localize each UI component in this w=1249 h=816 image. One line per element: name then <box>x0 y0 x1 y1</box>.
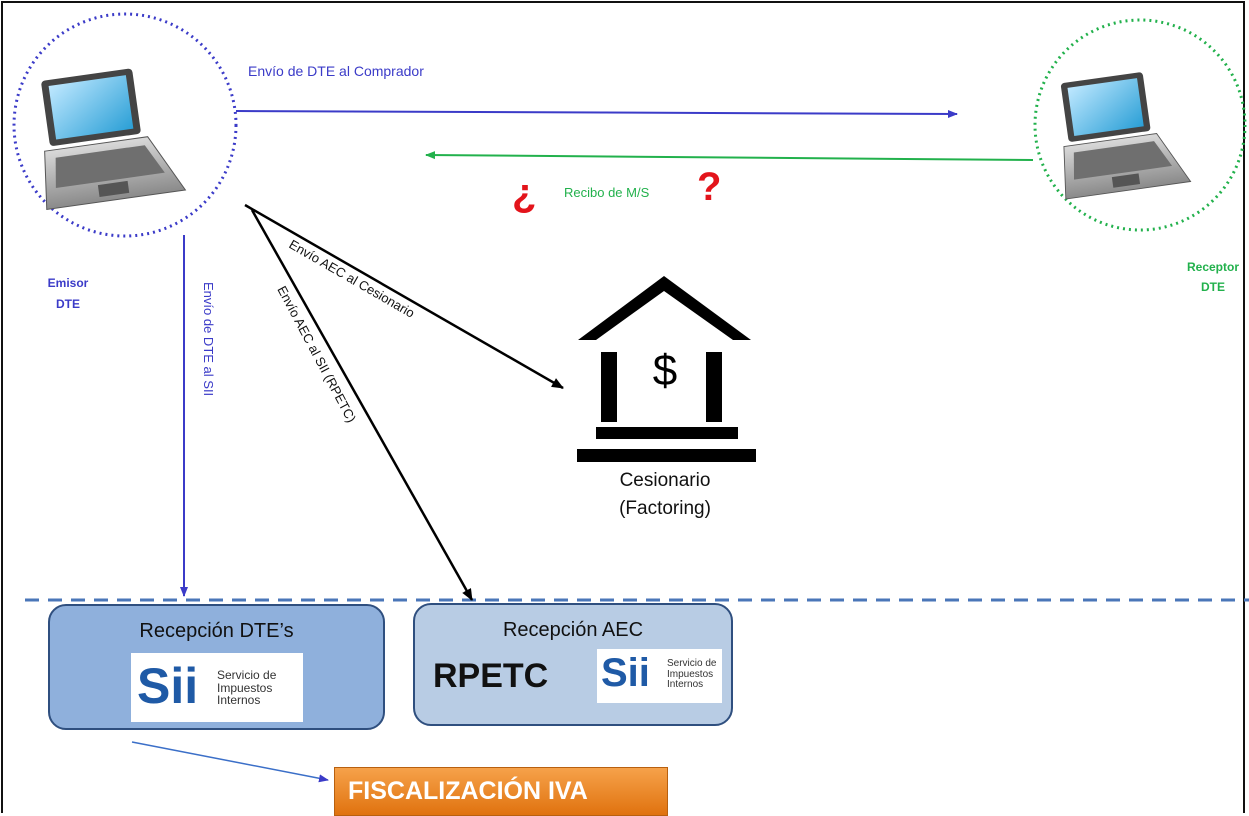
sii-logo-small-text: Servicio de Impuestos Internos <box>667 658 717 690</box>
sii-logo-small-mark: Sii <box>601 651 650 695</box>
receptor-label-1: Receptor <box>1187 260 1239 274</box>
sii-logo: Sii Servicio de Impuestos Internos <box>131 653 303 722</box>
arrow-aec-sii <box>250 209 474 601</box>
sii-logo-small: Sii Servicio de Impuestos Internos <box>597 649 722 703</box>
sii-logo-mark: Sii <box>137 658 199 714</box>
emisor-label-1: Emisor <box>48 276 89 290</box>
bank-icon: $ <box>577 276 756 462</box>
arrow-to-fiscalizacion <box>131 741 329 783</box>
label-recibo-ms: Recibo de M/S <box>564 185 650 200</box>
box-recepcion-aec-title: Recepción AEC <box>502 619 644 641</box>
receptor-laptop-icon <box>1033 18 1247 232</box>
arrow-aec-cesionario <box>244 203 564 390</box>
label-aec-sii: Envío AEC al SII (RPETC) <box>274 283 359 425</box>
box-recepcion-aec-subtitle: RPETC <box>433 657 549 695</box>
label-dte-comprador: Envío de DTE al Comprador <box>248 63 424 79</box>
label-dte-sii: Envío de DTE al SII <box>201 282 216 396</box>
fiscalizacion-iva-banner: FISCALIZACIÓN IVA <box>334 767 668 816</box>
arrow-dte-comprador <box>235 109 958 118</box>
box-recepcion-dte: Recepción DTE’s Sii Servicio de Impuesto… <box>48 604 385 730</box>
emisor-label-2: DTE <box>56 297 80 311</box>
box-recepcion-dte-title: Recepción DTE’s <box>139 620 294 642</box>
emisor-laptop-icon <box>12 12 238 238</box>
arrow-recibo-ms <box>425 151 1034 161</box>
sii-logo-text: Servicio de Impuestos Internos <box>217 668 277 708</box>
cesionario-label-1: Cesionario <box>620 470 711 491</box>
box-recepcion-aec: Recepción AEC RPETC Sii Servicio de Impu… <box>413 603 733 726</box>
dollar-sign: $ <box>653 346 677 395</box>
question-open: ¿ <box>512 171 536 215</box>
cesionario-label-2: (Factoring) <box>619 498 711 519</box>
receptor-label-2: DTE <box>1201 280 1225 294</box>
question-close: ? <box>697 165 721 209</box>
